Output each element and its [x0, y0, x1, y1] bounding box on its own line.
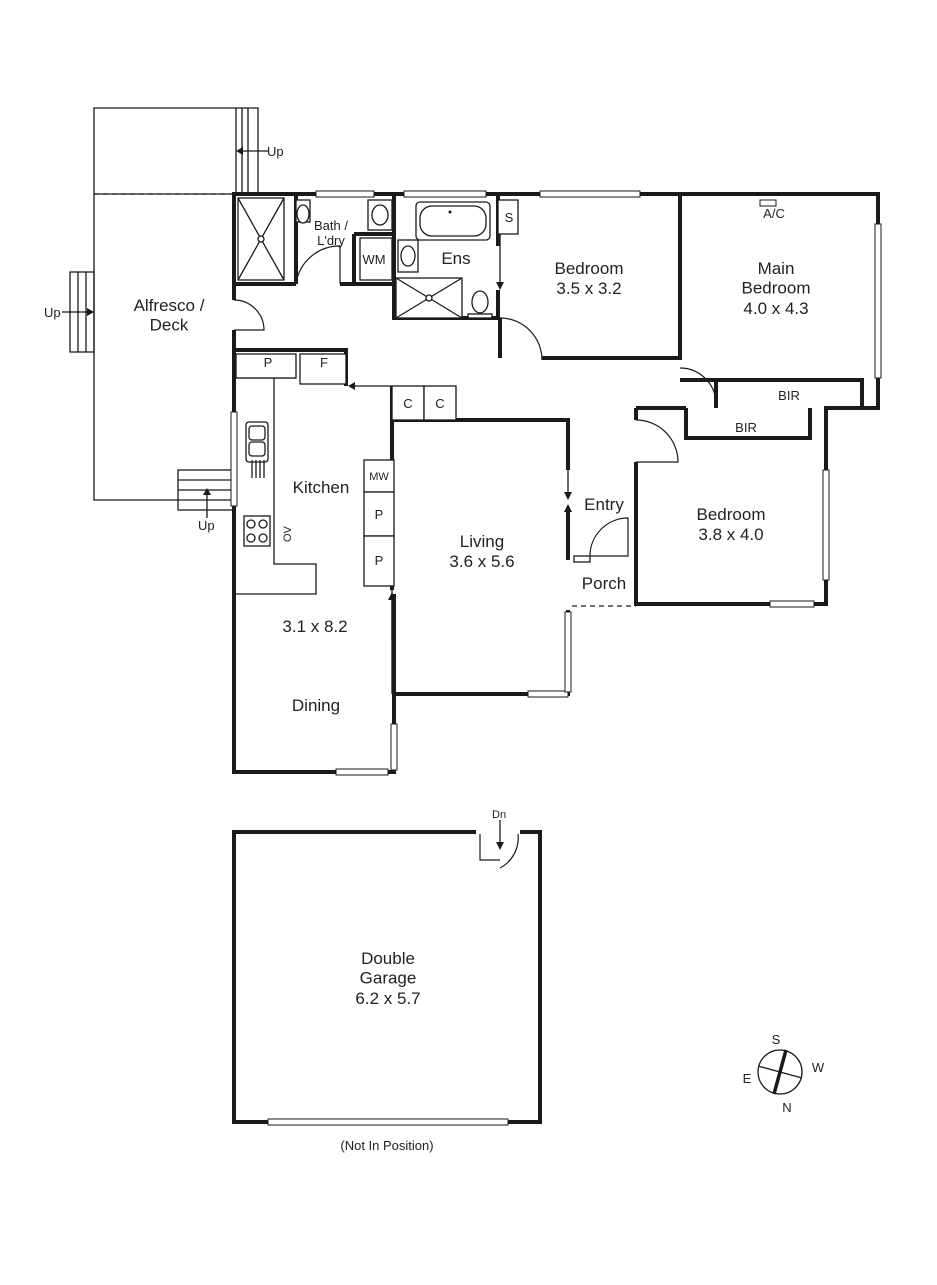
pantry-p3-label: P: [375, 553, 384, 568]
bir-1-label: BIR: [778, 388, 800, 403]
arrow-right-icon: [87, 308, 94, 316]
bath-laundry-label: Bath /L'dry: [314, 218, 348, 248]
compass: [757, 1049, 803, 1095]
dining-label: Dining: [292, 696, 340, 715]
stairs-dn-label: Dn: [492, 809, 506, 821]
stairs-up-left-label: Up: [44, 305, 61, 320]
ensuite-label: Ens: [441, 249, 470, 268]
stairs-bottom: [177, 469, 235, 518]
pantry-p2-label: P: [375, 507, 384, 522]
arrow-left-icon: [348, 382, 355, 390]
arrow-down-icon: [496, 842, 504, 850]
labels: Up Up Up Dn Alfresco /Deck Bath /L'dry W…: [44, 144, 825, 1153]
bir-2-label: BIR: [735, 420, 757, 435]
compass-n: N: [782, 1100, 791, 1115]
doors: [233, 245, 717, 694]
porch-label: Porch: [582, 574, 626, 593]
bath-fixtures: [237, 197, 519, 319]
arrow-left-icon: [236, 147, 243, 155]
windows: [230, 190, 882, 776]
kitchen-fixtures: [234, 353, 457, 640]
alfresco-label: Alfresco /Deck: [134, 296, 205, 335]
pantry-p-label: P: [264, 355, 273, 370]
compass-e: E: [743, 1071, 752, 1086]
washing-machine-label: WM: [362, 252, 385, 267]
entry-label: Entry: [584, 495, 624, 514]
kitchen-dining-dims: 3.1 x 8.2: [282, 617, 347, 636]
bedroom-3-name: Bedroom: [697, 505, 766, 524]
bedroom-3-dims: 3.8 x 4.0: [698, 525, 763, 544]
kitchen-label: Kitchen: [293, 478, 350, 497]
garage: [232, 820, 542, 1126]
compass-w: W: [812, 1060, 825, 1075]
oven-label: OV: [282, 525, 294, 542]
stairs-up-top-label: Up: [267, 144, 284, 159]
garage-dims: 6.2 x 5.7: [355, 989, 420, 1008]
stairs-top: [235, 108, 268, 194]
garage-note: (Not In Position): [340, 1138, 433, 1153]
fridge-f-label: F: [320, 355, 328, 370]
living-dims: 3.6 x 5.6: [449, 552, 514, 571]
bedroom-2-dims: 3.5 x 3.2: [556, 279, 621, 298]
entry-arrows: [564, 470, 591, 563]
shower-s-label: S: [505, 210, 514, 225]
bedroom-2-name: Bedroom: [555, 259, 624, 278]
microwave-label: MW: [369, 471, 389, 483]
arrow-down-icon: [564, 492, 572, 500]
stairs-up-bottom-label: Up: [198, 518, 215, 533]
main-bedroom-dims: 4.0 x 4.3: [743, 299, 808, 318]
arrow-down-icon: [496, 282, 504, 290]
compass-s: S: [772, 1032, 781, 1047]
living-name: Living: [460, 532, 504, 551]
cupboard-c1-label: C: [403, 396, 412, 411]
stairs-left: [62, 271, 95, 353]
ac-label: A/C: [763, 206, 785, 221]
arrow-up-icon: [388, 592, 396, 600]
arrow-up-icon: [564, 504, 572, 512]
cupboard-c2-label: C: [435, 396, 444, 411]
arrow-up-icon: [203, 488, 211, 495]
